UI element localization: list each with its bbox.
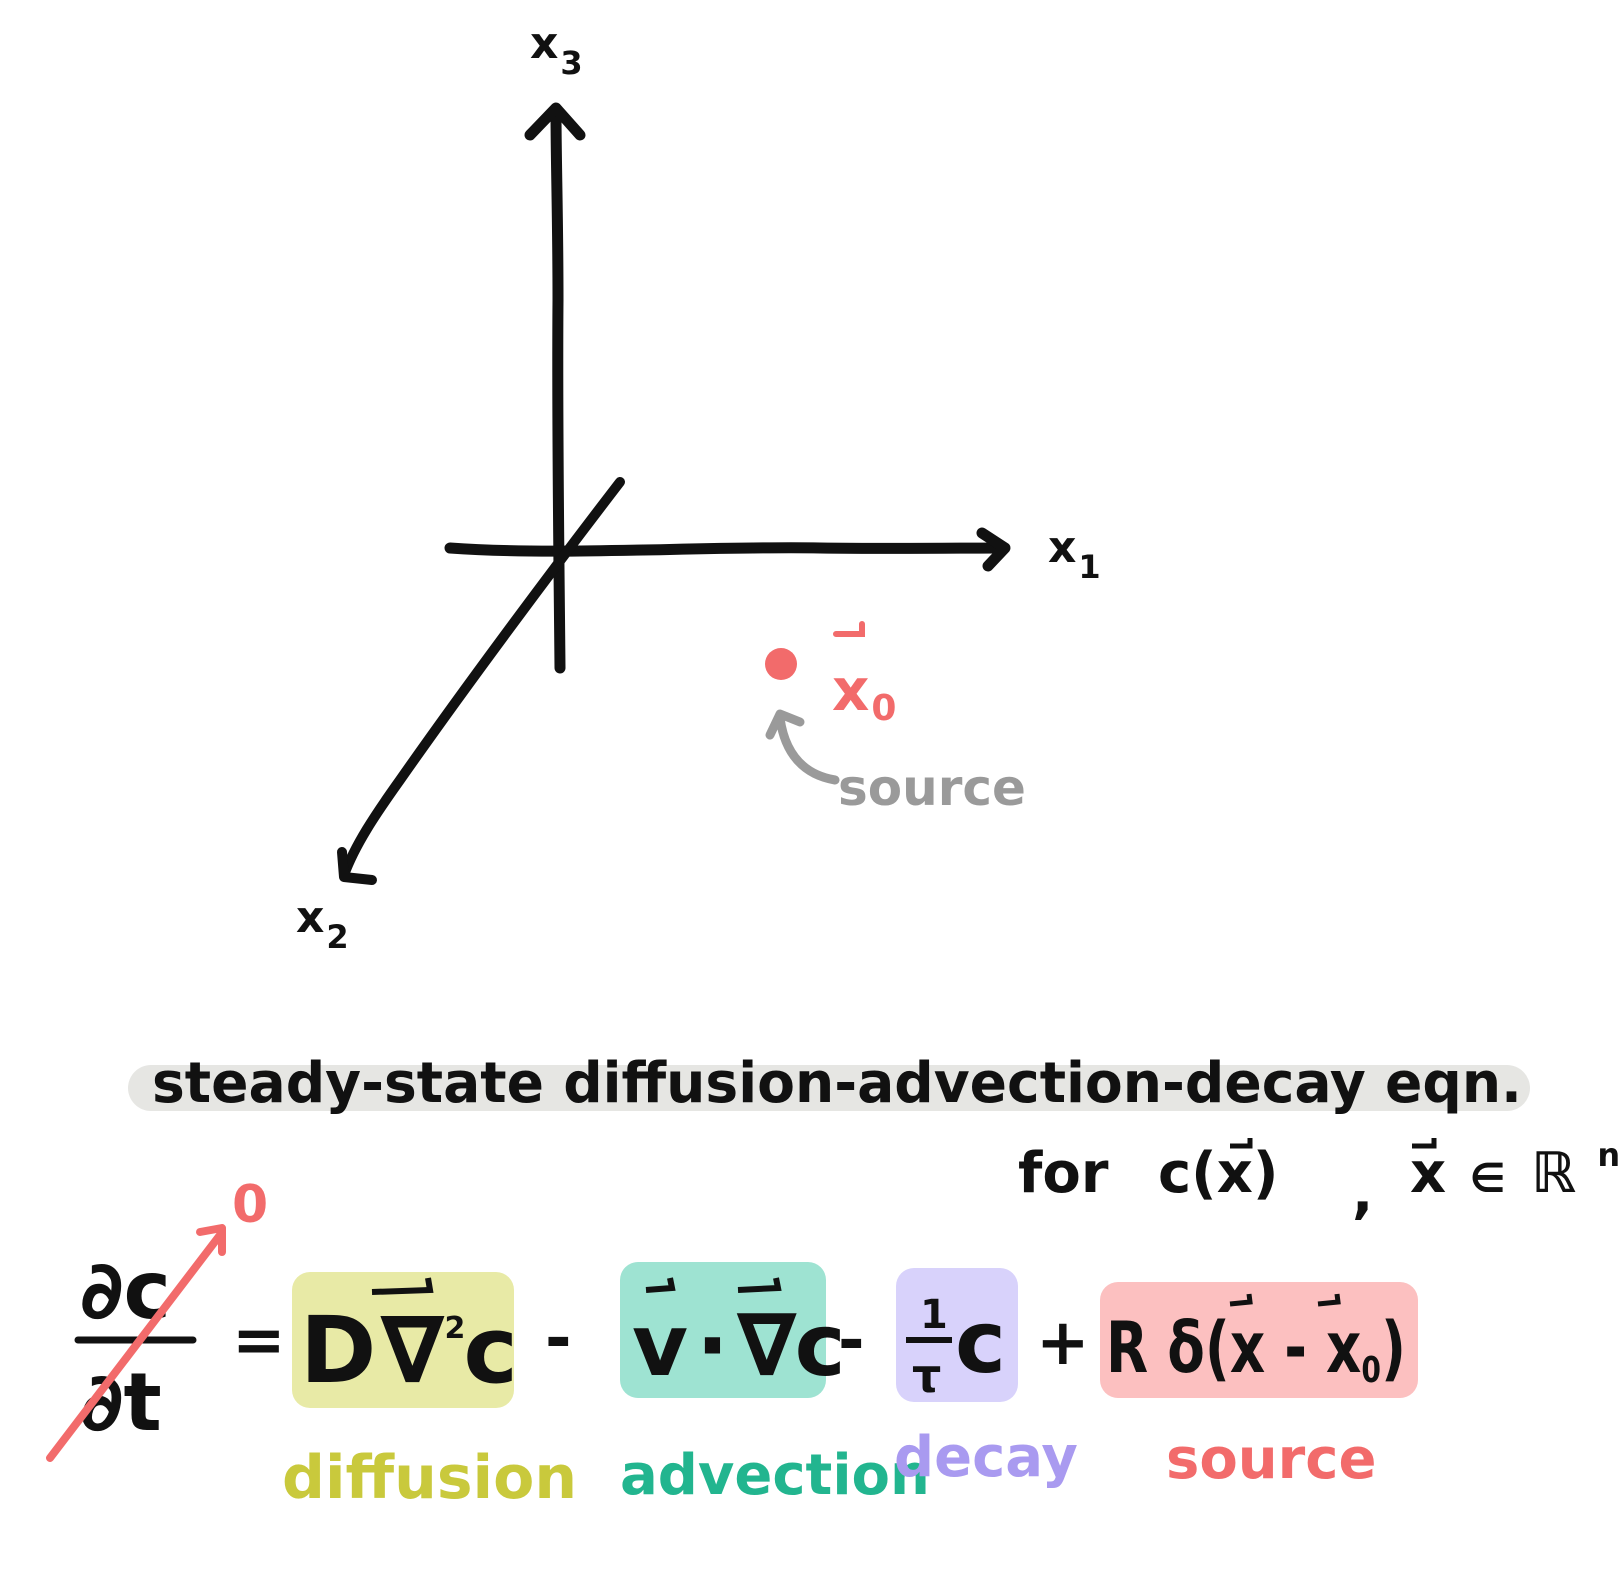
minus-sign-2: -: [838, 1304, 865, 1378]
x1-axis-arrowhead: [976, 527, 1011, 572]
lhs-strike-arrowhead: [196, 1224, 226, 1256]
title-highlight: [128, 1065, 1530, 1111]
vector-arrow-icon: [1317, 1293, 1341, 1307]
source-term-box: [1100, 1282, 1418, 1398]
x1-axis-label: x1: [1048, 522, 1101, 586]
plus-sign: +: [1036, 1306, 1090, 1380]
advection-term: v·∇c: [632, 1296, 846, 1396]
svg-text:for c(x): for c(x): [1018, 1141, 1278, 1206]
title-line-2: for c(x) , x ∈ ℝ n: [1018, 1136, 1620, 1226]
source-term: R δ(x - x0): [1106, 1307, 1406, 1391]
x3-axis-label: x3: [530, 18, 583, 82]
vector-arrow-icon: [737, 1277, 782, 1293]
advection-term-box: [620, 1262, 826, 1398]
label-advection: advection: [620, 1443, 930, 1508]
vector-arrow-icon: [371, 1277, 434, 1295]
svg-text:x ∈ ℝ n: x ∈ ℝ n: [1410, 1136, 1620, 1206]
svg-text:x0: x0: [832, 656, 896, 729]
diffusion-term: D∇2c: [300, 1297, 518, 1404]
minus-sign-1: -: [545, 1302, 572, 1376]
vector-arrow-icon: [1229, 1293, 1253, 1307]
source-point-label: x0: [832, 621, 896, 729]
x2-axis-arrowhead: [337, 847, 377, 885]
vector-arrow-icon: [1230, 1138, 1253, 1149]
x2-axis-label: x2: [296, 892, 349, 956]
source-point-marker: [765, 648, 797, 680]
x3-axis-line: [550, 106, 566, 674]
vector-arrow-icon: [645, 1277, 676, 1293]
equation: ∂c ∂t 0 = D∇2c - v·∇c - 1 τ c +: [46, 1175, 1418, 1462]
source-pointer-arrow: [775, 713, 840, 785]
source-pointer-arrowhead: [765, 709, 805, 740]
svg-text:τ: τ: [912, 1349, 941, 1403]
diffusion-term-box: [292, 1272, 514, 1408]
lhs-zero: 0: [232, 1175, 268, 1235]
vector-arrow-icon: [833, 621, 865, 637]
x3-axis-arrowhead: [524, 102, 586, 141]
svg-text:c: c: [955, 1293, 1006, 1393]
title-line-1: steady-state diffusion-advection-decay e…: [152, 1051, 1522, 1116]
decay-term: 1 τ c: [906, 1292, 1006, 1403]
decay-term-box: [896, 1268, 1018, 1402]
label-diffusion: diffusion: [282, 1443, 577, 1513]
equals-sign: =: [232, 1304, 286, 1378]
label-source: source: [1166, 1427, 1376, 1492]
vector-arrow-icon: [1412, 1138, 1437, 1149]
x2-axis-line: [339, 477, 625, 880]
source-note: source: [838, 759, 1026, 817]
svg-text:,: ,: [1352, 1161, 1373, 1226]
axes-group: [337, 102, 1011, 885]
lhs-strikethrough: [46, 1231, 224, 1462]
label-decay: decay: [894, 1425, 1078, 1490]
x1-axis-line: [444, 542, 1008, 557]
svg-text:1: 1: [920, 1292, 948, 1338]
